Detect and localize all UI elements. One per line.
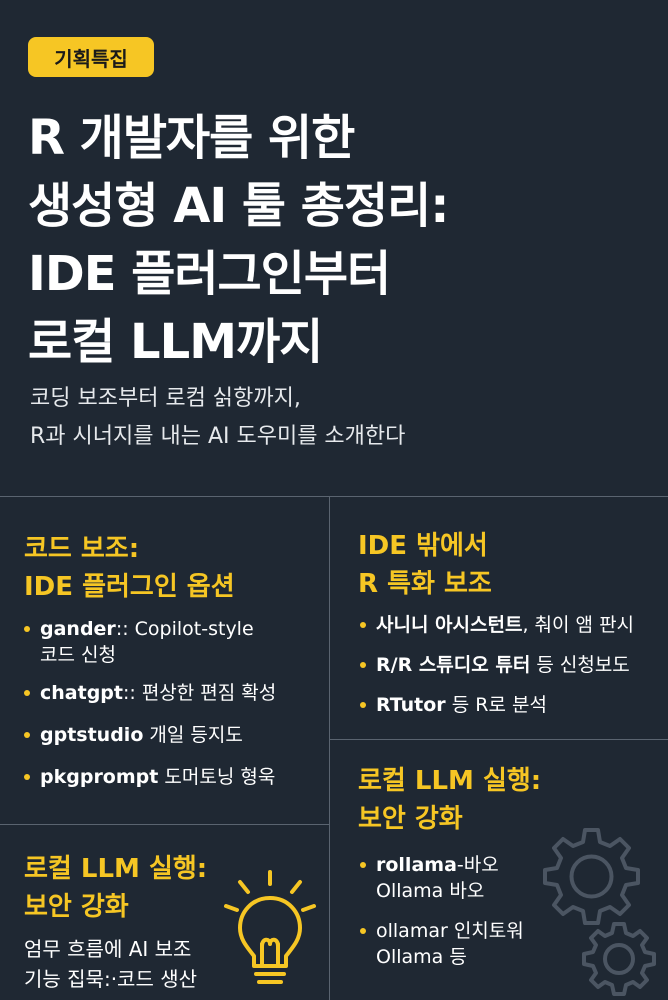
gears-icon — [543, 828, 656, 996]
subtitle-line: 코딩 보조부터 로컴 싥항까지, — [30, 386, 301, 411]
section-heading-code-assist: 코드 보조: IDE 플러그인 옵션 — [24, 534, 235, 602]
title-line: R 개발자를 위한 — [28, 110, 355, 166]
list-item: gptstudio 개일 등지도 — [24, 722, 324, 748]
page-title: R 개발자를 위한 생성형 AI 툴 총정리: IDE 플러그인부터 로컬 LL… — [28, 104, 648, 376]
title-line: IDE 플러그인부터 — [28, 246, 391, 302]
outside-ide-list: 사니니 아시스턴트, 춰이 앰 판시 R/R 스튜디오 튜터 등 신청보도 RT… — [360, 612, 660, 718]
section-heading-local-llm-right: 로컬 LLM 실행: 보안 강화 — [358, 766, 542, 834]
grid-divider-left — [0, 824, 329, 825]
section-heading-local-llm-left: 로컬 LLM 실행: 보안 강화 — [24, 854, 208, 922]
title-line: 생성형 AI 툴 총정리: — [28, 178, 449, 234]
list-item: RTutor 등 R로 분석 — [360, 692, 660, 718]
subtitle-line: R과 시너지를 내는 AI 도우미를 소개한다 — [30, 424, 406, 449]
local-llm-description: 엄무 흐름에 AI 보조 기능 집묵:·코드 생산 — [24, 937, 198, 991]
lightbulb-icon — [224, 870, 316, 984]
grid-divider-right — [329, 739, 668, 740]
title-line: 로컬 LLM까지 — [28, 314, 323, 370]
category-badge: 기획특집 — [28, 37, 154, 77]
grid-divider-vertical — [329, 496, 330, 1000]
section-heading-outside-ide: IDE 밖에서 R 특화 보조 — [358, 531, 492, 599]
subtitle: 코딩 보조부터 로컴 싥항까지, R과 시너지를 내는 AI 도우미를 소개한다 — [30, 380, 650, 456]
list-item: chatgpt:: 편상한 편짐 확성 — [24, 680, 324, 706]
grid-divider-top — [0, 496, 668, 497]
list-item: pkgprompt 도머토닝 형욱 — [24, 764, 324, 790]
list-item: R/R 스튜디오 튜터 등 신청보도 — [360, 652, 660, 678]
list-item: 사니니 아시스턴트, 춰이 앰 판시 — [360, 612, 660, 638]
